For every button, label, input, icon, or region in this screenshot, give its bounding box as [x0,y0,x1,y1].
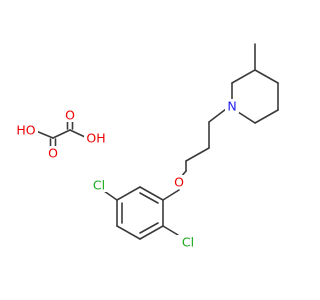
atom-oxalic-oh: OH [84,131,108,146]
oxalic-acid [35,116,86,152]
bond-chain2-chain3 [185,147,210,162]
bond-c1-oh [35,130,54,139]
structure-diagram: N O Cl Cl O O HO OH [14,43,279,250]
bond-c5-c6 [254,109,279,124]
atom-oxalic-ho-label: HO [16,123,35,138]
bond-o-ring [162,189,180,201]
atom-oxalic-oh-label: OH [86,131,105,146]
butyl-chain [185,108,227,172]
bond-n-chain1 [208,108,227,123]
bond-ar6-cl [162,225,179,236]
bond-c3-c4 [254,69,279,84]
atom-cl-top-label: Cl [93,178,105,193]
bond-ar1-ar2 [139,186,164,201]
atom-o-ether-label: O [174,175,184,190]
dichlorophenyl-ring [103,186,179,240]
bond-ar5-ar6 [139,225,164,240]
bond-c2-c3 [231,69,256,84]
atom-oxalic-o-top: O [63,108,77,123]
atom-cl-top: Cl [88,178,110,193]
atom-n-label: N [227,99,236,114]
structure-canvas: N O Cl Cl O O HO OH [14,43,279,250]
bond-c6-n [237,111,256,124]
bond-ar4-ar5 [116,225,141,240]
bond-ar1-ar2-inner [139,192,159,204]
atom-oxalic-o-top-label: O [65,108,75,123]
bond-c1-c2 [52,129,71,139]
atom-n: N [225,99,239,114]
bond-ar3-cl [103,190,118,201]
atom-o-ether: O [172,175,186,190]
atom-cl-bottom-label: Cl [182,235,194,250]
bond-ar5-ar6-inner [139,222,159,234]
bond-ar2-ar3 [116,186,141,201]
atom-cl-bottom: Cl [177,235,199,250]
bond-c2-oh [69,129,86,138]
atom-oxalic-ho: HO [14,123,38,138]
atom-oxalic-o-bottom-label: O [48,146,58,161]
piperidine-ring [231,43,279,124]
atom-oxalic-o-bottom: O [46,146,60,161]
